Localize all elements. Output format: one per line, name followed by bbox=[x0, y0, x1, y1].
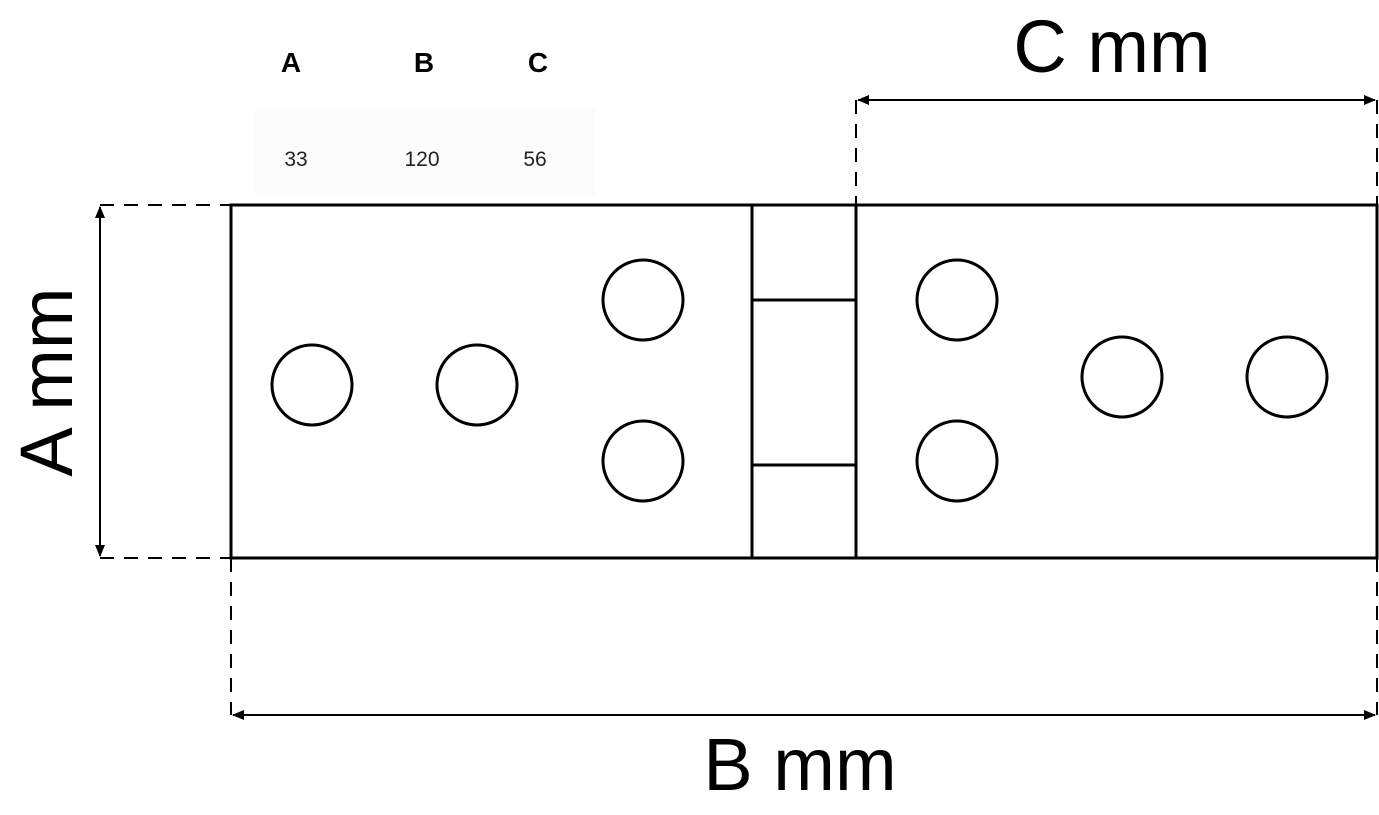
table-value-b: 120 bbox=[404, 148, 439, 171]
hinge-plate bbox=[229, 203, 1379, 560]
dimension-label-b: B mm bbox=[703, 723, 896, 806]
screw-hole bbox=[601, 258, 685, 342]
dimension-c: C mm bbox=[855, 5, 1378, 205]
screw-hole bbox=[1080, 335, 1164, 419]
screw-hole bbox=[601, 419, 685, 503]
table-header-c: C bbox=[528, 47, 548, 78]
table-values-background bbox=[255, 108, 595, 196]
dimension-table: A B C 33 120 56 bbox=[255, 47, 595, 196]
table-header-a: A bbox=[281, 47, 301, 78]
screw-hole bbox=[1245, 335, 1329, 419]
hinge-knuckle bbox=[750, 203, 858, 560]
table-value-a: 33 bbox=[284, 148, 307, 171]
table-header-b: B bbox=[414, 47, 434, 78]
dimension-label-a: A mm bbox=[5, 287, 88, 476]
plate-outline bbox=[229, 203, 1379, 560]
screw-hole bbox=[915, 258, 999, 342]
screw-hole bbox=[270, 343, 354, 427]
dimension-b: B mm bbox=[230, 558, 1378, 806]
table-value-c: 56 bbox=[523, 148, 546, 171]
dimension-a: A mm bbox=[5, 204, 231, 559]
screw-hole bbox=[435, 343, 519, 427]
screw-hole bbox=[915, 419, 999, 503]
dimension-label-c: C mm bbox=[1013, 5, 1210, 88]
